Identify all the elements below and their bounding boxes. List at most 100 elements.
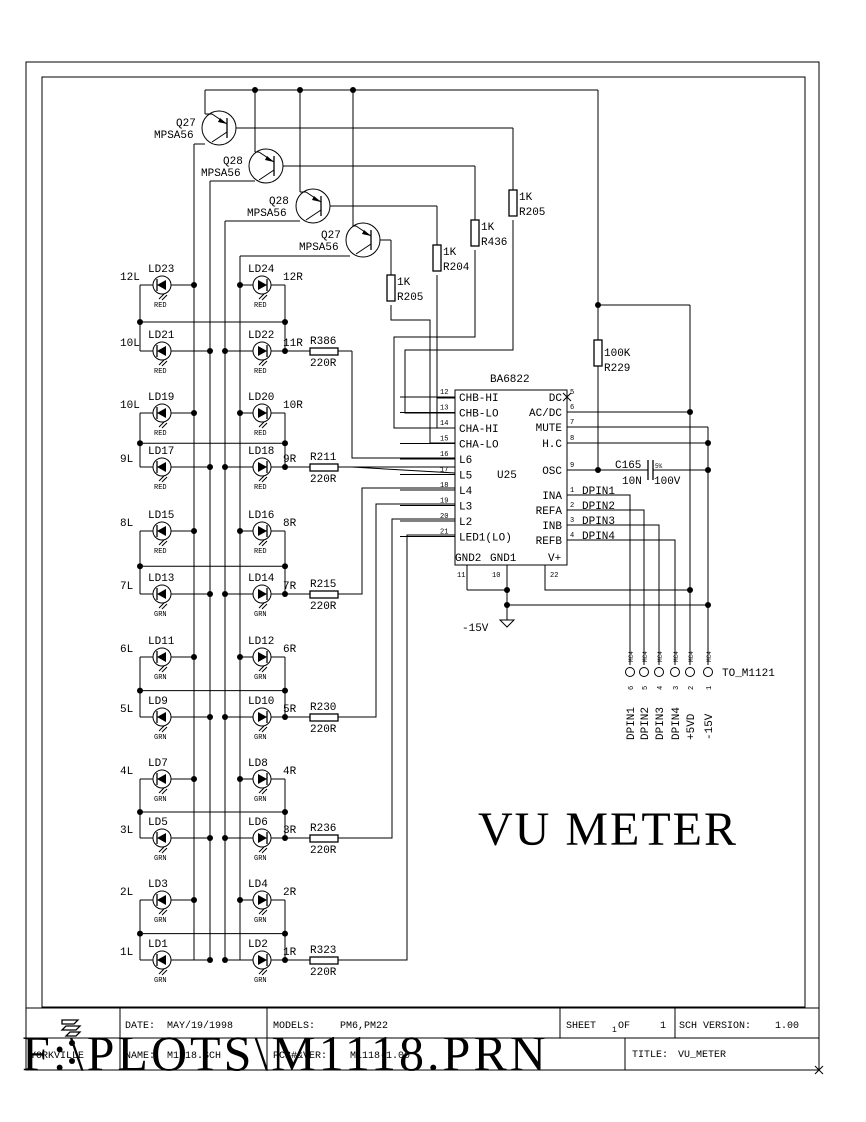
junction-dot — [191, 528, 197, 534]
ic-pin-net: DPIN1 — [582, 486, 615, 498]
led-net-left: 4L — [120, 766, 133, 778]
ic-pin-name: LED1(LO) — [459, 533, 512, 545]
led-net-right: 11R — [283, 338, 303, 350]
transistor-ref: Q28 — [269, 196, 289, 208]
ic-pin-name: OSC — [542, 466, 562, 478]
title-label: TITLE: — [632, 1050, 668, 1061]
ic-pin-number: 16 — [440, 451, 448, 459]
led-anode-arrow-icon — [258, 895, 267, 905]
led-anode-arrow-icon — [157, 895, 166, 905]
ic-pin-number: 3 — [570, 517, 574, 525]
led-net-right: 4R — [283, 766, 297, 778]
wire — [351, 466, 456, 474]
led-body — [252, 890, 272, 910]
light-emission-icon — [158, 846, 168, 854]
junction-dot — [282, 318, 288, 325]
resistor-body — [309, 347, 339, 356]
led-color: GRN — [154, 917, 167, 925]
led-anode-arrow-icon — [258, 462, 267, 472]
models-label: MODELS: — [273, 1021, 315, 1032]
sch-version-value: 1.00 — [775, 1021, 799, 1032]
led-body — [252, 647, 272, 667]
date-label: DATE: — [125, 1021, 155, 1032]
light-emission-icon — [158, 421, 168, 429]
ic-pin-number: 13 — [440, 405, 448, 413]
ic-pin-number: 8 — [570, 435, 574, 443]
junction-dot — [191, 897, 197, 903]
led-anode-arrow-icon — [258, 589, 267, 599]
led-color: GRN — [254, 611, 267, 619]
led-body — [152, 890, 172, 910]
led-net-right: 8R — [283, 518, 297, 530]
junction-dot — [705, 467, 711, 473]
ic-pin-name: L6 — [459, 455, 472, 467]
light-emission-icon — [158, 968, 168, 976]
led-net-left: 5L — [120, 704, 133, 716]
junction-dot — [237, 410, 243, 416]
light-emission-icon — [258, 665, 268, 673]
junction-dot — [687, 409, 693, 415]
resistor-body — [508, 189, 518, 217]
dpin3-wire — [567, 524, 660, 665]
resistor-value: 220R — [310, 967, 337, 979]
connector-pin-type: MC4 — [628, 651, 635, 662]
transistor-ref: Q27 — [176, 118, 196, 130]
light-emission-icon — [158, 787, 168, 795]
light-emission-icon — [158, 908, 168, 916]
supply-label: -15V — [462, 623, 489, 635]
ic-pin-name: L5 — [459, 471, 472, 483]
resistor-value: 220R — [310, 724, 337, 736]
resistor-ref: R205 — [519, 207, 545, 219]
led-net-left: 9L — [120, 454, 133, 466]
resistor-value: 220R — [310, 601, 337, 613]
resistor-ref: R205 — [397, 292, 423, 304]
connector-pin-number: 5 — [642, 686, 650, 690]
resistor-ref: R323 — [310, 945, 336, 957]
led-net-left: 7L — [120, 581, 133, 593]
led-ref: LD15 — [148, 510, 174, 522]
led-color: GRN — [154, 977, 167, 985]
ic-pin-name: DC — [549, 393, 563, 405]
plot-file-path: F:\PLOTS\M1118.PRN — [22, 1025, 549, 1081]
junction-dot — [282, 563, 288, 570]
led-net-right: 12R — [283, 272, 303, 284]
light-emission-icon — [258, 421, 268, 429]
connector-pin-type: MC4 — [657, 651, 664, 662]
ic-pin-name: GND2 — [455, 553, 481, 565]
light-emission-icon — [258, 787, 268, 795]
ic-body — [454, 389, 568, 566]
ic-pin-net: DPIN2 — [582, 501, 615, 513]
junction-dot — [237, 897, 243, 903]
name-label: NAME: — [125, 1051, 155, 1062]
ic-pin-number: 5 — [570, 389, 574, 397]
light-emission-icon — [158, 475, 168, 483]
ic-pin-net: DPIN3 — [582, 516, 615, 528]
ic-pin-name: CHA-LO — [459, 440, 499, 452]
junction-dot — [207, 464, 213, 470]
capacitor-tolerance: 5% — [655, 463, 663, 470]
led-anode-arrow-icon — [157, 346, 166, 356]
led-body — [252, 584, 272, 604]
resistor-body — [470, 219, 480, 247]
connector-pin-circle — [670, 667, 680, 677]
led-ref: LD8 — [248, 758, 268, 770]
light-emission-icon — [258, 539, 268, 547]
vplus-wire — [544, 565, 690, 591]
connector-pin-net: DPIN1 — [626, 707, 638, 740]
led-ref: LD18 — [248, 446, 274, 458]
ic-pin-number: 2 — [570, 502, 574, 510]
junction-dot — [282, 687, 288, 694]
junction-dot — [137, 563, 143, 570]
junction-dot — [282, 440, 288, 447]
light-emission-icon — [258, 359, 268, 367]
junction-dot — [207, 714, 213, 720]
pullup-value: 100K — [604, 348, 631, 360]
date-value: MAY/19/1998 — [167, 1020, 233, 1032]
